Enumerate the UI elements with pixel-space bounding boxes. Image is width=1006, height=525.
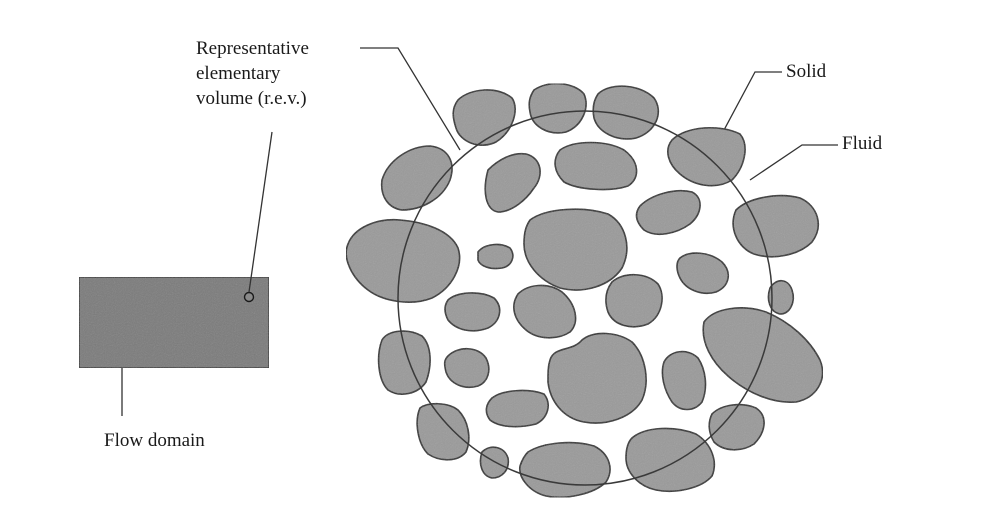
grain [416, 402, 470, 461]
grain [345, 218, 461, 303]
rev-marker [243, 291, 255, 303]
rev-marker-leader [248, 131, 273, 293]
grain [484, 152, 541, 213]
grain [732, 194, 820, 258]
grain [767, 279, 795, 315]
solid-leader [715, 71, 782, 146]
grain [380, 145, 453, 211]
rev-circle-leader [360, 47, 461, 151]
grain [523, 208, 628, 291]
grain [625, 427, 716, 492]
rev-label-line1: Representative [196, 38, 309, 59]
grain [485, 389, 549, 428]
grain [592, 85, 660, 140]
solid-grains [345, 82, 824, 499]
grain [605, 273, 663, 328]
grain [452, 89, 516, 146]
solid-label: Solid [786, 61, 827, 82]
grain [708, 403, 765, 451]
grain [377, 330, 431, 395]
grain [444, 292, 501, 332]
flow-domain-label: Flow domain [104, 430, 205, 451]
grain [554, 141, 638, 191]
grain [676, 252, 729, 294]
grain [519, 441, 611, 499]
grain [635, 190, 701, 236]
grain [479, 446, 510, 479]
grain [661, 350, 707, 411]
rev-label-line2: elementary [196, 63, 281, 84]
grain [477, 243, 514, 270]
rev-label-line3: volume (r.e.v.) [196, 88, 307, 109]
grain [513, 284, 577, 339]
rev-circle [397, 110, 773, 486]
flow-domain-rect [78, 276, 270, 369]
grain [443, 347, 490, 388]
grain [528, 82, 587, 134]
fluid-leader [749, 144, 838, 181]
grain [547, 332, 647, 424]
fluid-label: Fluid [842, 133, 883, 154]
